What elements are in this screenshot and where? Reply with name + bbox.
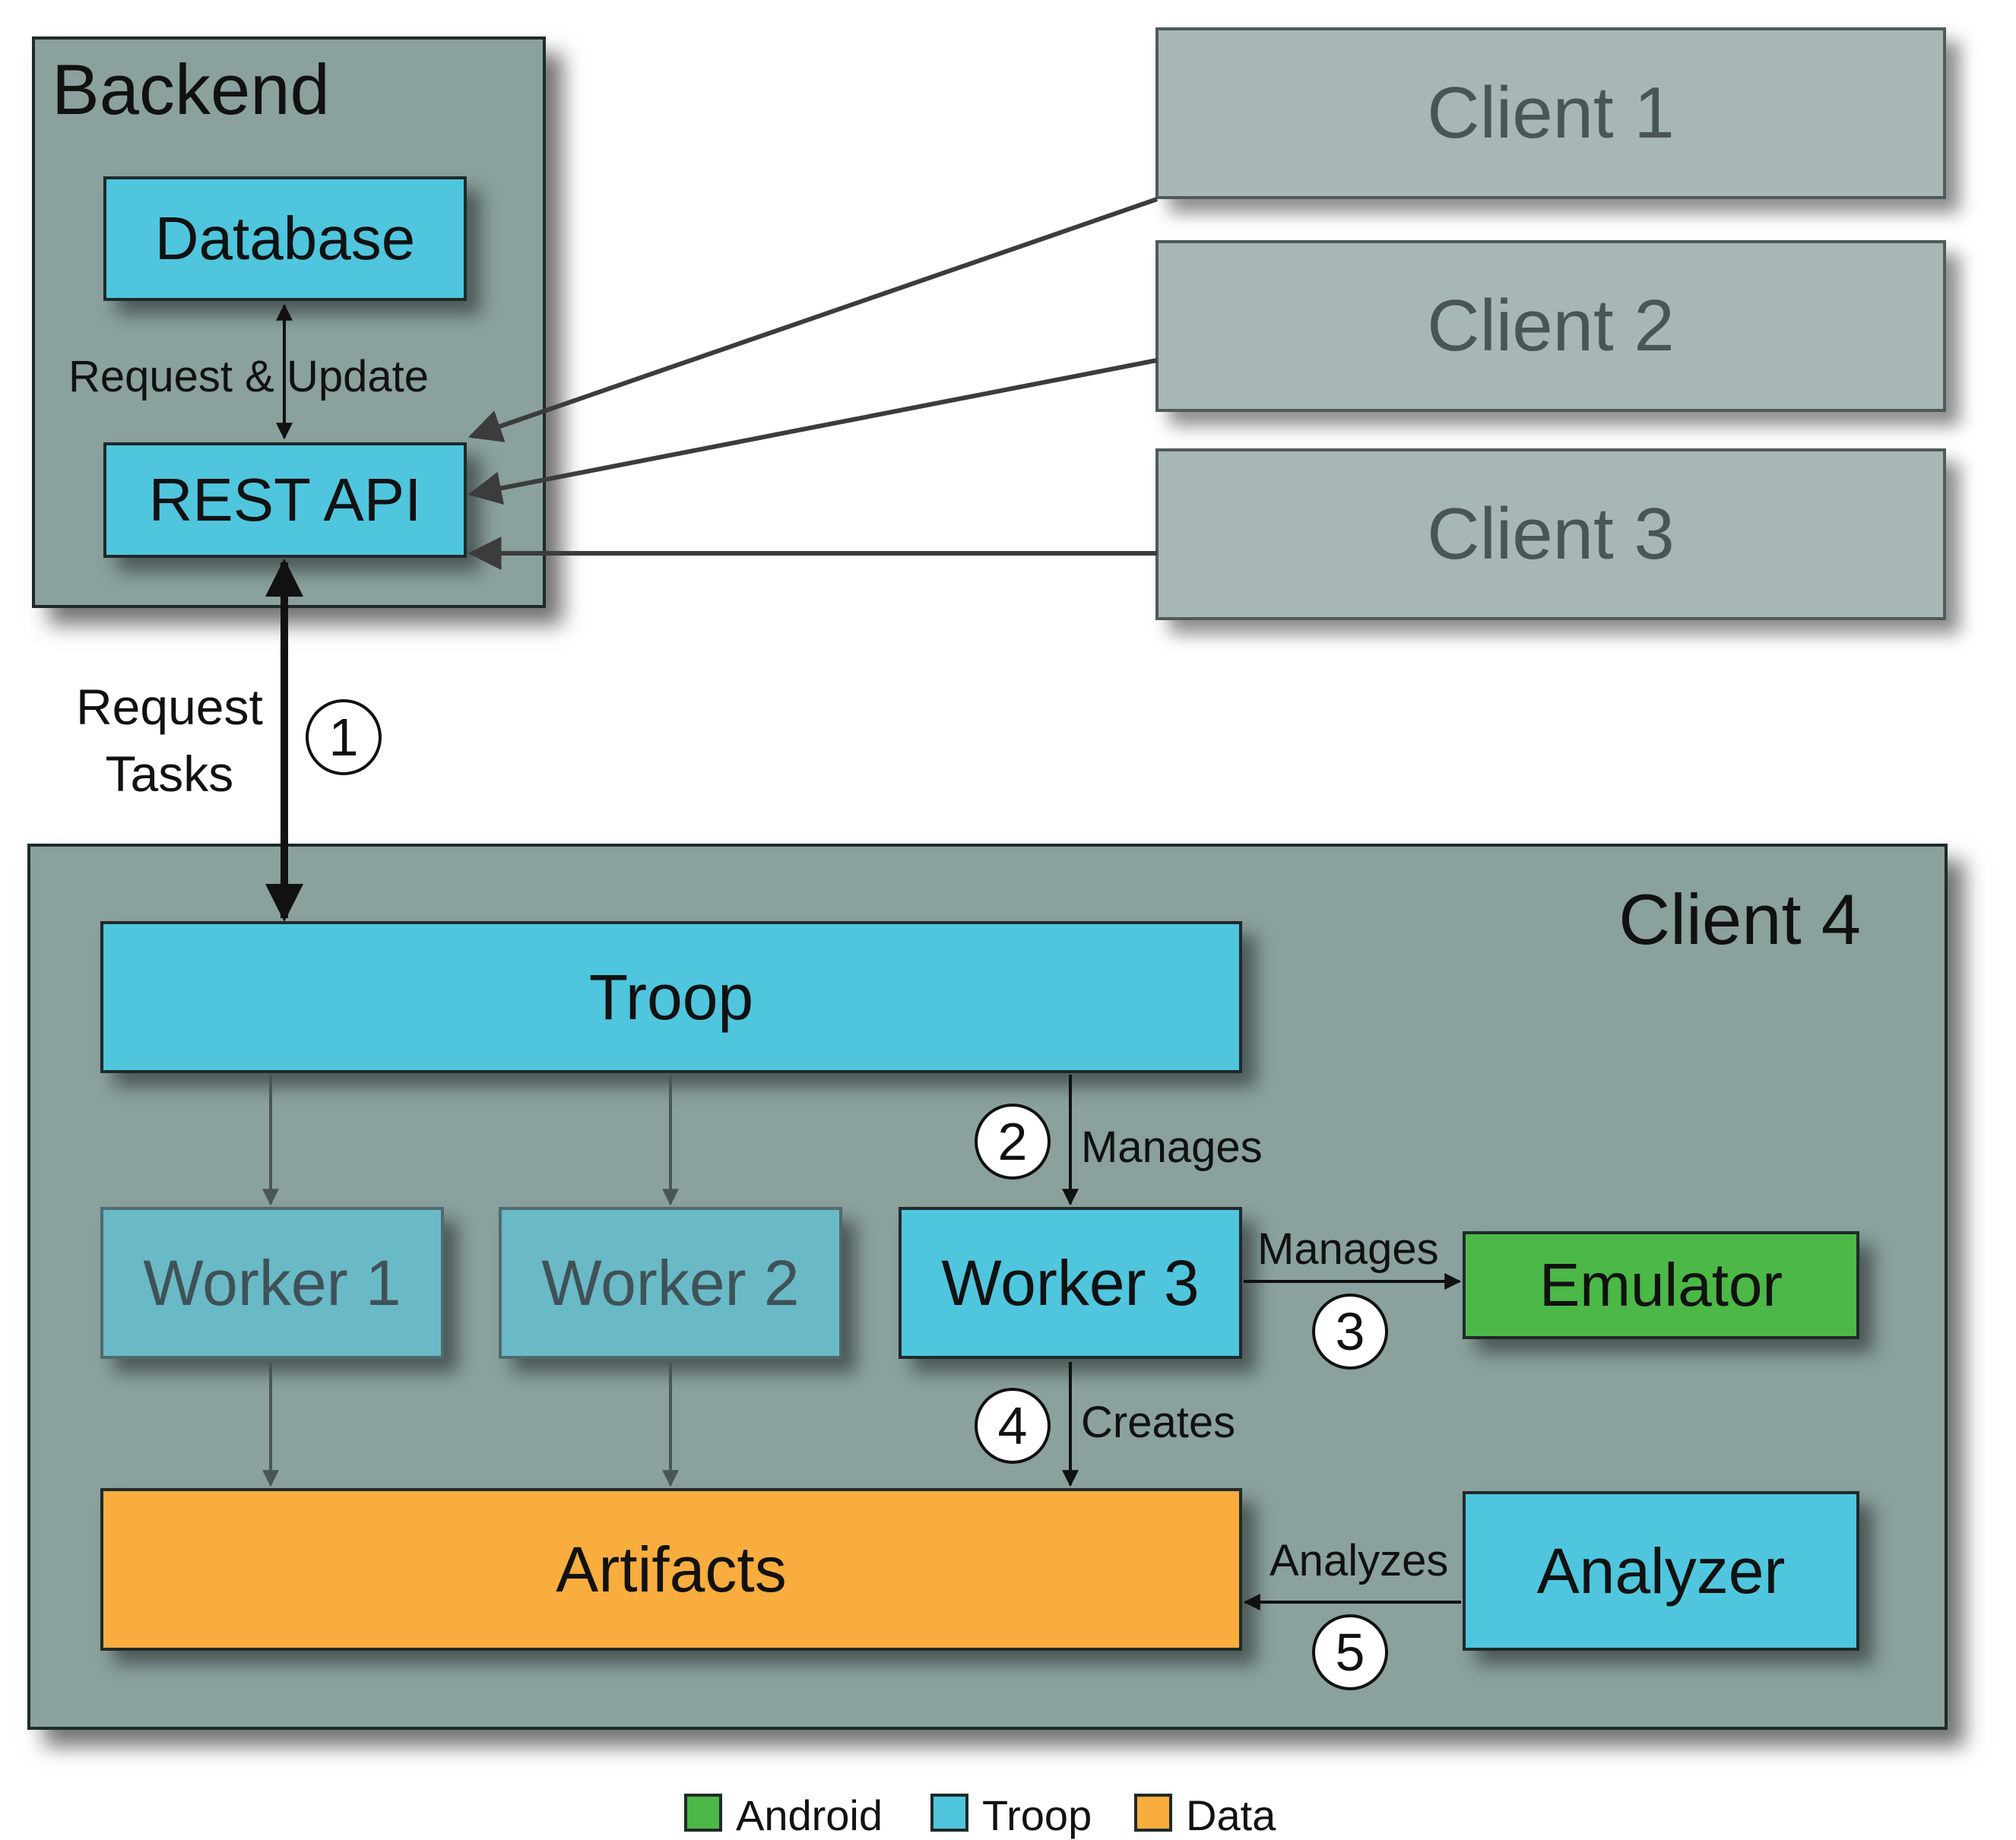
request-tasks-line-1: Request [76, 679, 263, 735]
analyzer-box[interactable]: Analyzer [1463, 1491, 1859, 1651]
worker-emulator-label: Manages [1257, 1224, 1439, 1274]
request-update-label: Request & Update [68, 352, 429, 401]
step-1-badge: 1 [306, 699, 382, 775]
client-2-arrow [468, 358, 1158, 505]
legend-swatch-troop [930, 1794, 968, 1832]
database-label: Database [154, 204, 416, 272]
artifacts-box[interactable]: Artifacts [100, 1488, 1242, 1651]
legend-swatch-data [1134, 1794, 1172, 1832]
rest-api-label: REST API [148, 466, 422, 534]
emulator-box[interactable]: Emulator [1463, 1231, 1859, 1339]
rest-api-box[interactable]: REST API [103, 442, 467, 558]
client-1-label: Client 1 [1427, 72, 1675, 154]
legend-swatch-android [684, 1794, 722, 1832]
client-3-box[interactable]: Client 3 [1155, 448, 1946, 620]
troop-label: Troop [588, 961, 754, 1033]
worker-2-box[interactable]: Worker 2 [499, 1207, 842, 1359]
client-3-label: Client 3 [1427, 493, 1675, 575]
analyzer-label: Analyzer [1536, 1534, 1786, 1607]
client-4-title: Client 4 [1618, 879, 1861, 959]
database-box[interactable]: Database [103, 176, 467, 301]
troop-box[interactable]: Troop [100, 921, 1242, 1073]
client-1-box[interactable]: Client 1 [1155, 27, 1946, 199]
emulator-label: Emulator [1539, 1251, 1783, 1319]
worker-1-label: Worker 1 [143, 1246, 401, 1319]
artifacts-label: Artifacts [556, 1533, 787, 1605]
legend: Android Troop Data [684, 1791, 1368, 1839]
troop-worker-label: Manages [1081, 1123, 1263, 1172]
request-tasks-label: Request Tasks [76, 673, 263, 807]
step-2-badge: 2 [975, 1104, 1051, 1180]
worker-2-label: Worker 2 [541, 1246, 800, 1319]
worker-3-box[interactable]: Worker 3 [899, 1207, 1242, 1359]
step-3-badge: 3 [1312, 1294, 1388, 1370]
request-tasks-line-2: Tasks [105, 746, 234, 802]
step-4-badge: 4 [975, 1388, 1051, 1464]
client-2-label: Client 2 [1427, 285, 1675, 366]
legend-label-data: Data [1186, 1791, 1276, 1839]
worker-1-box[interactable]: Worker 1 [100, 1207, 444, 1359]
client-1-arrow [468, 197, 1158, 442]
analyzer-artifacts-label: Analyzes [1270, 1536, 1449, 1585]
client-2-box[interactable]: Client 2 [1155, 240, 1946, 412]
worker-artifacts-label: Creates [1081, 1398, 1236, 1447]
worker-3-label: Worker 3 [941, 1246, 1200, 1319]
legend-label-android: Android [736, 1791, 883, 1839]
step-5-badge: 5 [1312, 1614, 1388, 1690]
legend-label-troop: Troop [982, 1791, 1092, 1839]
backend-title: Backend [52, 49, 330, 129]
